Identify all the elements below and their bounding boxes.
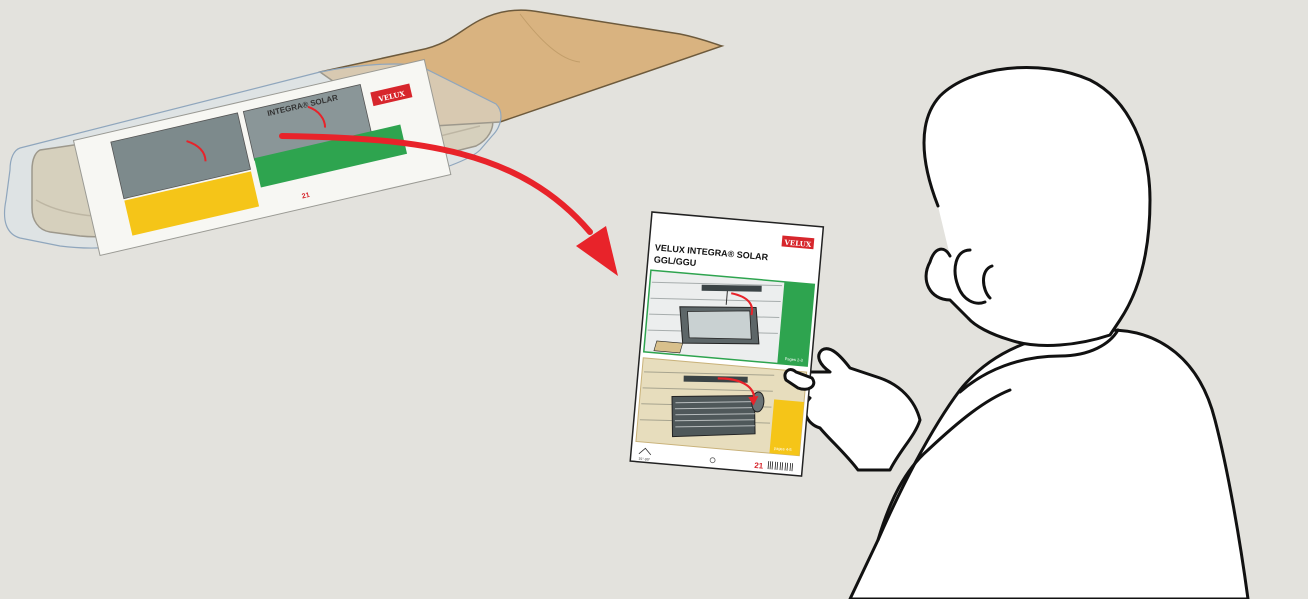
leaflet: VELUX VELUX INTEGRA® SOLAR GGL/GGU Pages… [630, 212, 823, 476]
page-number: 21 [754, 461, 764, 471]
head [924, 67, 1150, 345]
green-panel: Pages 2-3 [644, 270, 815, 366]
yellow-panel: pages 4-5 [636, 358, 807, 456]
